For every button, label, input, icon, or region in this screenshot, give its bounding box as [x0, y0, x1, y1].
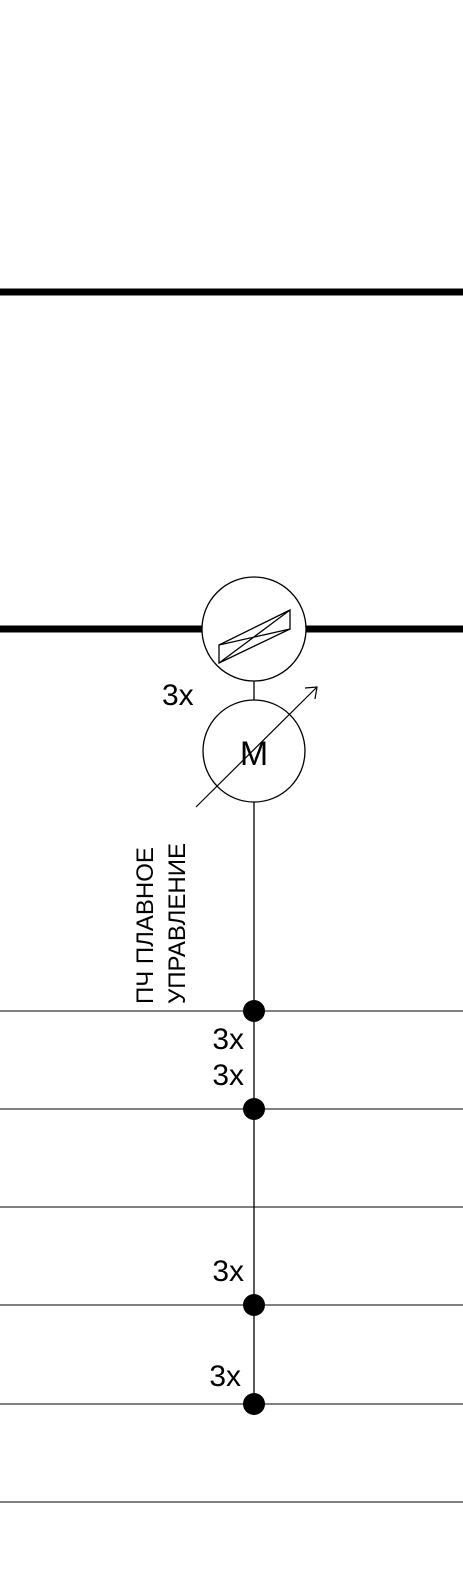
connection-dot-icon	[243, 1393, 265, 1415]
connection-dot-icon	[243, 1000, 265, 1022]
motor-label: M	[240, 735, 268, 773]
connection-dot-icon	[243, 1098, 265, 1120]
motor-phase-label: 3x	[162, 679, 194, 712]
drive-label-line2: УПРАВЛЕНИЕ	[164, 843, 191, 1004]
tap-label-3: 3x	[212, 1255, 244, 1288]
drive-label-line1: ПЧ ПЛАВНОЕ	[132, 847, 159, 1004]
tap-label-4: 3x	[209, 1360, 241, 1393]
tap-label-2: 3x	[212, 1059, 244, 1092]
connection-dot-icon	[243, 1294, 265, 1316]
tap-label-1: 3x	[212, 1023, 244, 1056]
adjustable-arrow-icon	[195, 686, 318, 808]
damper-valve-icon	[201, 576, 307, 682]
